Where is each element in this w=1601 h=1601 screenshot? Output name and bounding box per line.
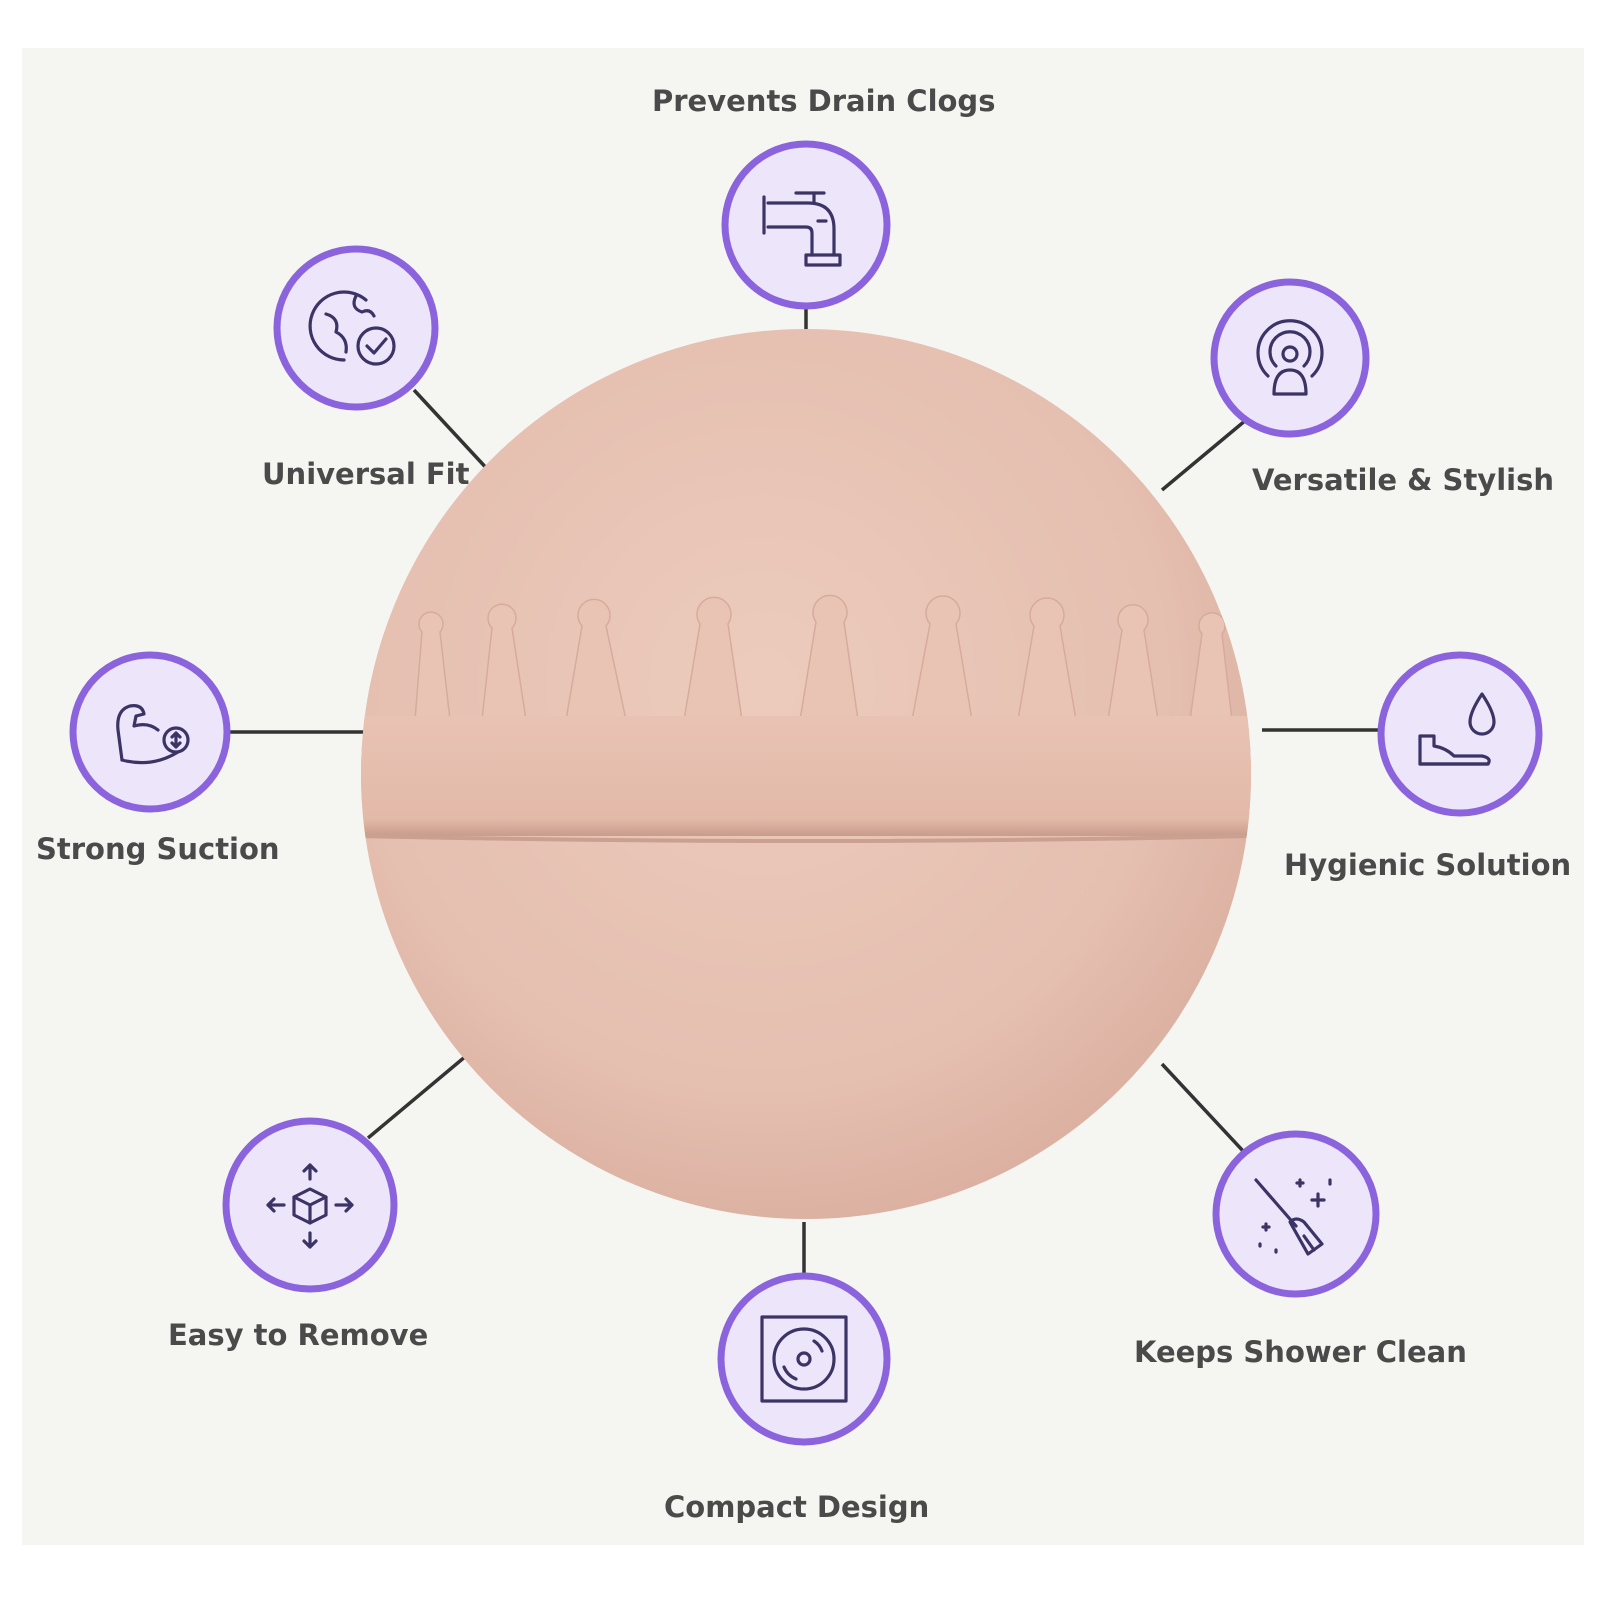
feature-universal-fit xyxy=(273,245,439,411)
feature-strong-suction xyxy=(69,651,231,813)
icon-ring-compact-design xyxy=(717,1272,891,1446)
feature-compact-design xyxy=(717,1272,891,1446)
label-keeps-shower-clean: Keeps Shower Clean xyxy=(1134,1335,1467,1369)
label-universal-fit: Universal Fit xyxy=(262,457,470,491)
product-band-shadow xyxy=(361,834,1251,843)
feature-prevents-drain-clogs xyxy=(721,140,891,310)
feature-easy-to-remove xyxy=(222,1117,398,1293)
connector-bottom-right xyxy=(1160,1062,1246,1154)
label-hygienic-solution: Hygienic Solution xyxy=(1284,848,1572,882)
product-band xyxy=(361,718,1251,836)
drain-pipe-icon xyxy=(762,191,842,267)
connector-bottom-left xyxy=(366,1054,468,1140)
label-versatile-stylish: Versatile & Stylish xyxy=(1252,463,1554,497)
product-teeth xyxy=(414,594,1233,721)
hair-catcher-product xyxy=(361,329,1251,1219)
globe-check-icon xyxy=(308,290,396,366)
disc-square-icon xyxy=(760,1315,848,1403)
label-prevents-drain-clogs: Prevents Drain Clogs xyxy=(652,84,996,118)
connector-top-left xyxy=(412,388,492,474)
icon-ring-keeps-shower-clean xyxy=(1212,1130,1380,1298)
feature-versatile-stylish xyxy=(1210,278,1370,438)
broadcast-user-icon xyxy=(1256,319,1324,396)
feature-hygienic-solution xyxy=(1377,651,1543,817)
hand-droplet-icon xyxy=(1418,692,1496,766)
connector-top-right xyxy=(1160,418,1248,492)
icon-ring-universal-fit xyxy=(273,245,439,411)
move-cube-icon xyxy=(266,1163,354,1249)
icon-ring-strong-suction xyxy=(69,651,231,813)
icon-ring-versatile-stylish xyxy=(1210,278,1370,438)
feature-keeps-shower-clean xyxy=(1212,1130,1380,1298)
flexed-arm-icon xyxy=(116,704,190,765)
icon-ring-hygienic-solution xyxy=(1377,651,1543,817)
label-strong-suction: Strong Suction xyxy=(36,832,280,866)
broom-sparkle-icon xyxy=(1254,1178,1332,1256)
label-compact-design: Compact Design xyxy=(664,1490,930,1524)
icon-ring-prevents-drain-clogs xyxy=(721,140,891,310)
label-easy-to-remove: Easy to Remove xyxy=(168,1318,429,1352)
